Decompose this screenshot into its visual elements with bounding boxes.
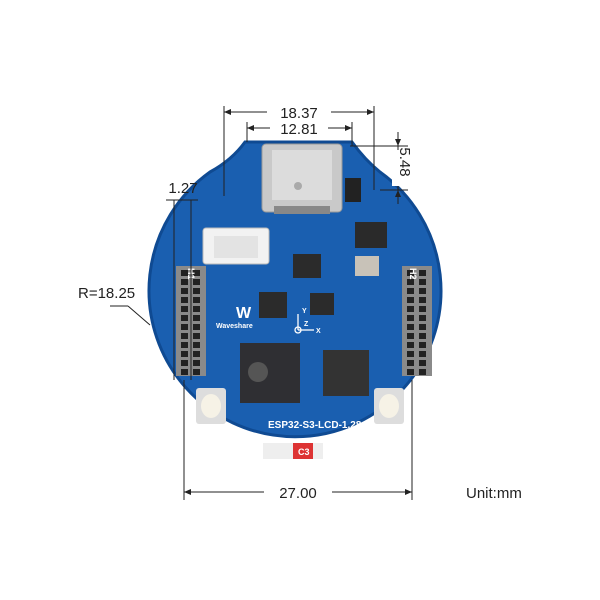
axis-z-label: Z	[304, 321, 309, 328]
header-pin	[419, 297, 426, 303]
flash-chip	[323, 350, 369, 396]
boot-button	[196, 388, 226, 424]
usb-c-connector	[261, 143, 343, 214]
header-pin	[181, 279, 188, 285]
waveshare-logo: W	[236, 305, 252, 322]
header-pin	[407, 342, 414, 348]
header-pin	[407, 351, 414, 357]
header-pin	[407, 306, 414, 312]
header-pin	[419, 279, 426, 285]
header-pin	[193, 369, 200, 375]
header-pin	[419, 369, 426, 375]
header-pin	[407, 360, 414, 366]
dim-27-00: 27.00	[279, 485, 317, 502]
header-pin	[419, 315, 426, 321]
header-pin	[407, 297, 414, 303]
header-pin	[181, 297, 188, 303]
header-pin	[181, 369, 188, 375]
header-pin	[419, 351, 426, 357]
dim-radius: R=18.25	[78, 285, 135, 302]
reset-button	[374, 388, 404, 424]
header-pin	[193, 351, 200, 357]
axis-y-label: Y	[302, 308, 307, 315]
dimension-arrows	[184, 109, 412, 495]
brand-label: Waveshare	[216, 323, 253, 330]
dim-1-27: 1.27	[168, 180, 197, 197]
header-pin	[181, 351, 188, 357]
dim-18-37: 18.37	[280, 105, 318, 122]
header-pin	[407, 270, 414, 276]
header-pin	[193, 297, 200, 303]
header-pin	[193, 342, 200, 348]
header-pin	[419, 288, 426, 294]
dim-12-81: 12.81	[280, 121, 318, 138]
header-pin	[193, 360, 200, 366]
header-pin	[181, 360, 188, 366]
header-pin	[419, 360, 426, 366]
battery-connector	[202, 227, 270, 265]
chips	[240, 178, 387, 403]
header-pin	[181, 288, 188, 294]
header-h2	[402, 266, 432, 376]
c3-label: C3	[298, 447, 310, 457]
h2-label: H2	[408, 268, 418, 280]
header-pin	[193, 288, 200, 294]
header-body	[402, 266, 432, 376]
header-pin	[193, 324, 200, 330]
dim-5-48: 5.48	[396, 147, 413, 176]
boot-label: BOOT	[163, 389, 170, 410]
header-pin	[419, 270, 426, 276]
header-pin	[407, 333, 414, 339]
header-pin	[181, 324, 188, 330]
header-pin	[181, 270, 188, 276]
header-pin	[181, 333, 188, 339]
header-pin	[193, 270, 200, 276]
header-pin	[407, 315, 414, 321]
header-pin	[193, 279, 200, 285]
axis-icon	[294, 314, 314, 334]
header-pin	[419, 306, 426, 312]
header-pin	[193, 315, 200, 321]
header-pin	[181, 315, 188, 321]
header-pin	[407, 324, 414, 330]
header-pin	[419, 324, 426, 330]
axis-x-label: X	[316, 328, 321, 335]
header-pin	[407, 369, 414, 375]
header-pin	[407, 279, 414, 285]
header-pin	[181, 342, 188, 348]
header-pin	[193, 306, 200, 312]
model-label: ESP32-S3-LCD-1.28	[268, 420, 362, 431]
header-pin	[419, 342, 426, 348]
header-pin	[181, 306, 188, 312]
header-pin	[419, 333, 426, 339]
header-pin	[407, 288, 414, 294]
unit-label: Unit:mm	[466, 485, 522, 502]
header-pin	[193, 333, 200, 339]
